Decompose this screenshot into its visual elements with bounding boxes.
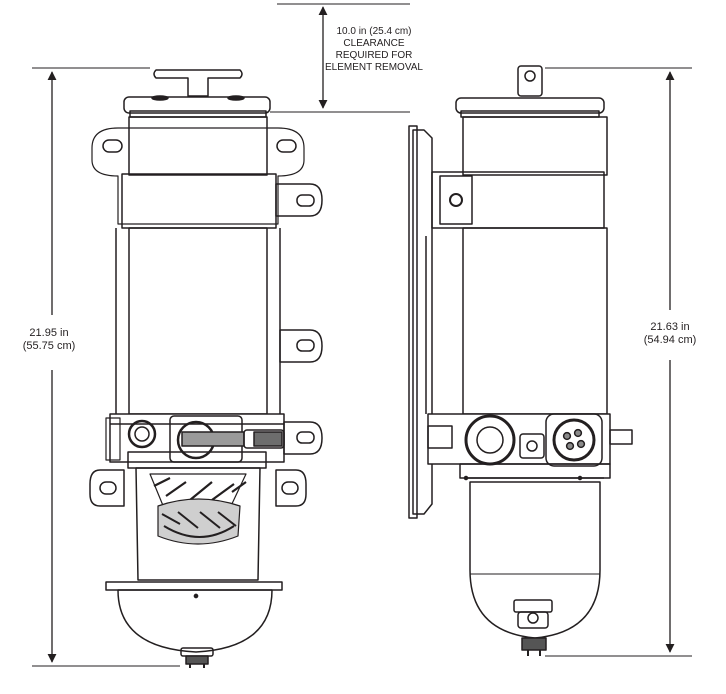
clearance-dimension — [270, 3, 410, 113]
left-height-dimension — [32, 67, 180, 667]
left-height-cm: (55.75 cm) — [22, 340, 76, 352]
left-height-label: 21.95 in (55.75 cm) — [8, 327, 90, 353]
left-height-inches: 21.95 in — [29, 327, 69, 339]
right-height-dimension — [545, 67, 692, 657]
right-height-inches: 21.63 in — [650, 321, 690, 333]
right-height-label: 21.63 in (54.94 cm) — [628, 321, 712, 347]
clearance-word: CLEARANCE — [343, 38, 405, 49]
clearance-value: 10.0 in (25.4 cm) — [336, 26, 412, 37]
clearance-purpose: ELEMENT REMOVAL — [325, 62, 423, 73]
front-view — [89, 69, 323, 668]
clearance-required: REQUIRED FOR — [335, 50, 413, 61]
right-height-cm: (54.94 cm) — [643, 334, 697, 346]
clearance-label: 10.0 in (25.4 cm) CLEARANCE REQUIRED FOR… — [318, 26, 430, 74]
side-view — [408, 65, 633, 656]
